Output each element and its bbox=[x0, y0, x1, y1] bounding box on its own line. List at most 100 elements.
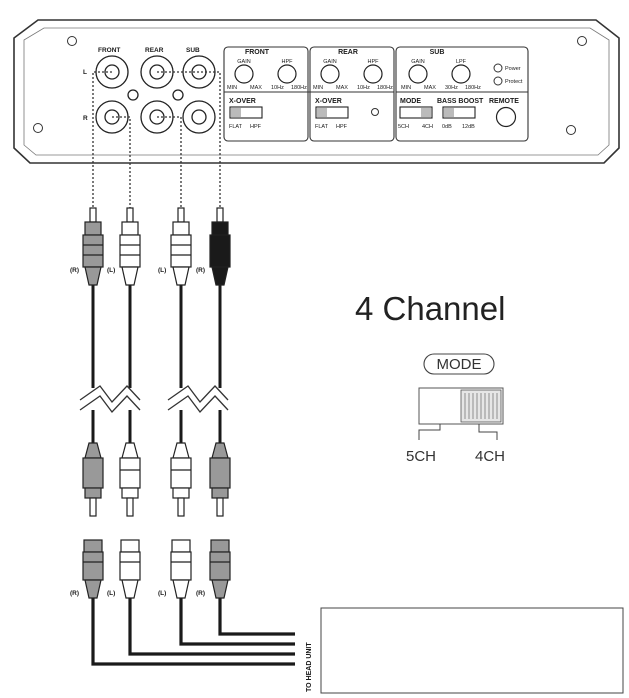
mount-screw bbox=[566, 125, 576, 135]
rca-plug-mid-2 bbox=[119, 442, 141, 517]
sub-gain-max: MAX bbox=[424, 85, 436, 91]
mode-badge-label: MODE bbox=[437, 356, 482, 373]
front-freq-min: 10Hz bbox=[271, 85, 284, 91]
head-unit-cables bbox=[91, 598, 295, 666]
sub-freq-max: 180Hz bbox=[465, 85, 481, 91]
amp-mode-switch[interactable] bbox=[399, 106, 433, 119]
mode-switch-detail: MODE 5CH 4CH bbox=[406, 353, 505, 465]
front-freq-max: 180Hz bbox=[291, 85, 307, 91]
power-led-label: Power bbox=[505, 66, 521, 72]
amp-mode-label: MODE bbox=[400, 98, 421, 105]
mode-detail-4ch: 4CH bbox=[475, 448, 505, 465]
front-gain-label: GAIN bbox=[237, 59, 250, 65]
bottom-jack-label-4: (R) bbox=[196, 590, 205, 597]
head-unit-box bbox=[320, 607, 624, 694]
bottom-jack-label-1: (R) bbox=[70, 590, 79, 597]
mount-screw bbox=[577, 36, 587, 46]
sub-freq-min: 30Hz bbox=[445, 85, 458, 91]
rca-jack-sub-right[interactable] bbox=[182, 100, 216, 134]
mount-screw bbox=[371, 108, 379, 116]
head-unit-label: TO HEAD UNIT bbox=[306, 642, 313, 692]
rear-freq-max: 180Hz bbox=[377, 85, 393, 91]
sub-gain-knob[interactable] bbox=[408, 64, 428, 84]
protect-led-label: Protect bbox=[505, 79, 523, 85]
protect-led bbox=[493, 76, 503, 86]
amp-mode-4ch: 4CH bbox=[422, 124, 433, 130]
rear-xover-label: X-OVER bbox=[315, 98, 342, 105]
input-label-sub: SUB bbox=[186, 47, 200, 54]
mount-screw bbox=[67, 36, 77, 46]
rca-plug-mid-4 bbox=[209, 442, 231, 517]
input-label-left: L bbox=[83, 69, 87, 76]
bass-boost-12db: 12dB bbox=[462, 124, 475, 130]
top-rca-plugs bbox=[82, 207, 231, 286]
power-led bbox=[493, 63, 503, 73]
top-plug-label-2: (L) bbox=[107, 267, 115, 274]
bottom-rca-jacks bbox=[82, 539, 231, 599]
front-gain-max: MAX bbox=[250, 85, 262, 91]
rear-gain-label: GAIN bbox=[323, 59, 336, 65]
bottom-jack-label-3: (L) bbox=[158, 590, 166, 597]
rear-xover-flat: FLAT bbox=[315, 124, 329, 130]
mode-detail-5ch: 5CH bbox=[406, 448, 436, 465]
bass-boost-0db: 0dB bbox=[442, 124, 452, 130]
front-control-box bbox=[223, 46, 309, 142]
front-section-title: FRONT bbox=[245, 49, 270, 56]
bass-boost-label: BASS BOOST bbox=[437, 98, 484, 105]
rear-hpf-label: HPF bbox=[368, 59, 380, 65]
rca-jack-bottom-4 bbox=[209, 539, 231, 599]
bottom-jack-label-2: (L) bbox=[107, 590, 115, 597]
front-xover-label: X-OVER bbox=[229, 98, 256, 105]
sub-control-box bbox=[395, 46, 529, 142]
mode-badge bbox=[423, 353, 495, 375]
sub-gain-label: GAIN bbox=[411, 59, 424, 65]
rca-plug-top-1 bbox=[82, 207, 104, 286]
rear-hpf-knob[interactable] bbox=[363, 64, 383, 84]
cable-lines bbox=[91, 285, 222, 443]
rear-gain-min: MIN bbox=[313, 85, 323, 91]
dotted-connections bbox=[92, 71, 221, 210]
channel-headline: 4 Channel bbox=[355, 290, 505, 327]
front-hpf-knob[interactable] bbox=[277, 64, 297, 84]
top-plug-label-3: (L) bbox=[158, 267, 166, 274]
front-xover-hpf: HPF bbox=[250, 124, 262, 130]
sub-gain-min: MIN bbox=[401, 85, 411, 91]
front-hpf-label: HPF bbox=[282, 59, 294, 65]
rear-section-title: REAR bbox=[338, 49, 358, 56]
rca-jack-bottom-2 bbox=[119, 539, 141, 599]
amplifier-panel: FRONT REAR SUB L R bbox=[13, 19, 620, 164]
rca-plug-mid-1 bbox=[82, 442, 104, 517]
input-label-rear: REAR bbox=[145, 47, 164, 54]
bass-boost-switch[interactable] bbox=[442, 106, 476, 119]
front-xover-flat: FLAT bbox=[229, 124, 243, 130]
rca-plug-top-3 bbox=[170, 207, 192, 286]
sub-lpf-label: LPF bbox=[456, 59, 467, 65]
rear-gain-knob[interactable] bbox=[320, 64, 340, 84]
top-plug-label-1: (R) bbox=[70, 267, 79, 274]
rear-freq-min: 10Hz bbox=[357, 85, 370, 91]
sub-lpf-knob[interactable] bbox=[451, 64, 471, 84]
sub-section-title: SUB bbox=[430, 49, 445, 56]
rca-plug-top-4 bbox=[209, 207, 231, 286]
top-plug-label-4: (R) bbox=[196, 267, 205, 274]
remote-jack[interactable] bbox=[495, 106, 517, 128]
input-label-right: R bbox=[83, 115, 88, 122]
mount-screw bbox=[33, 123, 43, 133]
rca-jack-bottom-1 bbox=[82, 539, 104, 599]
rca-jack-bottom-3 bbox=[170, 539, 192, 599]
rca-plug-top-2 bbox=[119, 207, 141, 286]
front-xover-switch[interactable] bbox=[229, 106, 263, 119]
input-label-front: FRONT bbox=[98, 47, 120, 54]
amp-mode-5ch: 5CH bbox=[398, 124, 409, 130]
rear-xover-hpf: HPF bbox=[336, 124, 348, 130]
front-gain-knob[interactable] bbox=[234, 64, 254, 84]
rear-xover-switch[interactable] bbox=[315, 106, 349, 119]
remote-label: REMOTE bbox=[489, 98, 519, 105]
rear-control-box bbox=[309, 46, 395, 142]
rca-plug-mid-3 bbox=[170, 442, 192, 517]
cable-break-marks bbox=[79, 385, 229, 414]
middle-rca-plugs bbox=[82, 442, 231, 517]
front-gain-min: MIN bbox=[227, 85, 237, 91]
rear-gain-max: MAX bbox=[336, 85, 348, 91]
